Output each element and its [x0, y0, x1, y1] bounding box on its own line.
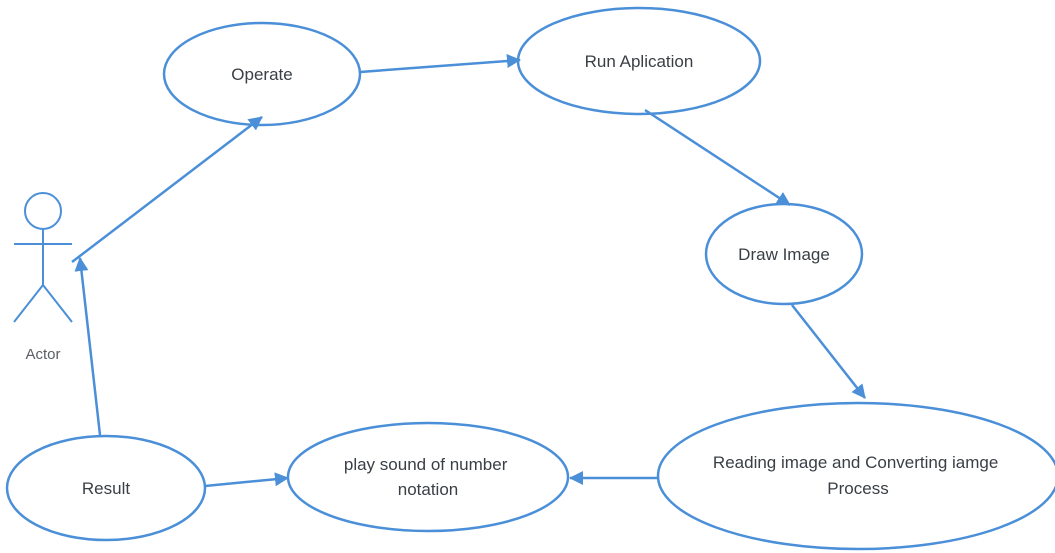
use-case-run-application-ellipse	[516, 6, 762, 116]
use-case-run-application-label: Run Aplication	[585, 52, 694, 71]
edge-operate-to-run-application	[359, 53, 521, 74]
use-case-play-sound-line-1: play sound of number	[344, 455, 508, 474]
use-case-result[interactable]: Result	[5, 434, 207, 542]
actor-head-icon	[24, 192, 62, 230]
edge-actor-to-operate	[71, 116, 263, 263]
use-case-operate-ellipse	[162, 21, 362, 127]
edge-result-to-play-sound	[204, 472, 289, 488]
use-case-operate-line-1: Operate	[231, 65, 292, 84]
use-case-reading-image-line-1: Reading image and Converting iamge	[713, 453, 998, 472]
use-case-draw-image-label: Draw Image	[738, 245, 830, 264]
edges-group	[71, 53, 866, 488]
use-case-operate[interactable]: Operate	[162, 21, 362, 127]
use-case-reading-image-label: Reading image and Converting iamge Proce…	[713, 453, 1003, 498]
use-case-play-sound[interactable]: play sound of number notation	[286, 421, 570, 533]
use-case-draw-image-line-1: Draw Image	[738, 245, 830, 264]
use-case-run-application[interactable]: Run Aplication	[516, 6, 762, 116]
use-case-result-ellipse	[5, 434, 207, 542]
use-case-result-label: Result	[82, 479, 130, 498]
use-case-operate-label: Operate	[231, 65, 292, 84]
edge-run-application-to-draw-image	[644, 108, 791, 207]
actor-right-leg	[42, 284, 73, 323]
use-case-reading-image-line-2: Process	[827, 479, 888, 498]
edge-draw-image-to-reading-image	[791, 304, 866, 399]
use-case-run-application-line-1: Run Aplication	[585, 52, 694, 71]
actor-left-leg	[13, 284, 44, 323]
use-case-play-sound-line-2: notation	[398, 480, 459, 499]
use-case-result-line-1: Result	[82, 479, 130, 498]
use-case-play-sound-label: play sound of number notation	[344, 455, 512, 499]
actor-figure: Actor	[13, 192, 73, 363]
use-case-reading-image[interactable]: Reading image and Converting iamge Proce…	[656, 401, 1055, 551]
use-case-draw-image-ellipse	[704, 202, 864, 306]
actor-label: Actor	[25, 346, 60, 363]
use-case-reading-image-ellipse	[656, 401, 1055, 551]
edge-result-to-actor	[74, 257, 102, 436]
use-case-play-sound-ellipse	[286, 421, 570, 533]
use-case-draw-image[interactable]: Draw Image	[704, 202, 864, 306]
